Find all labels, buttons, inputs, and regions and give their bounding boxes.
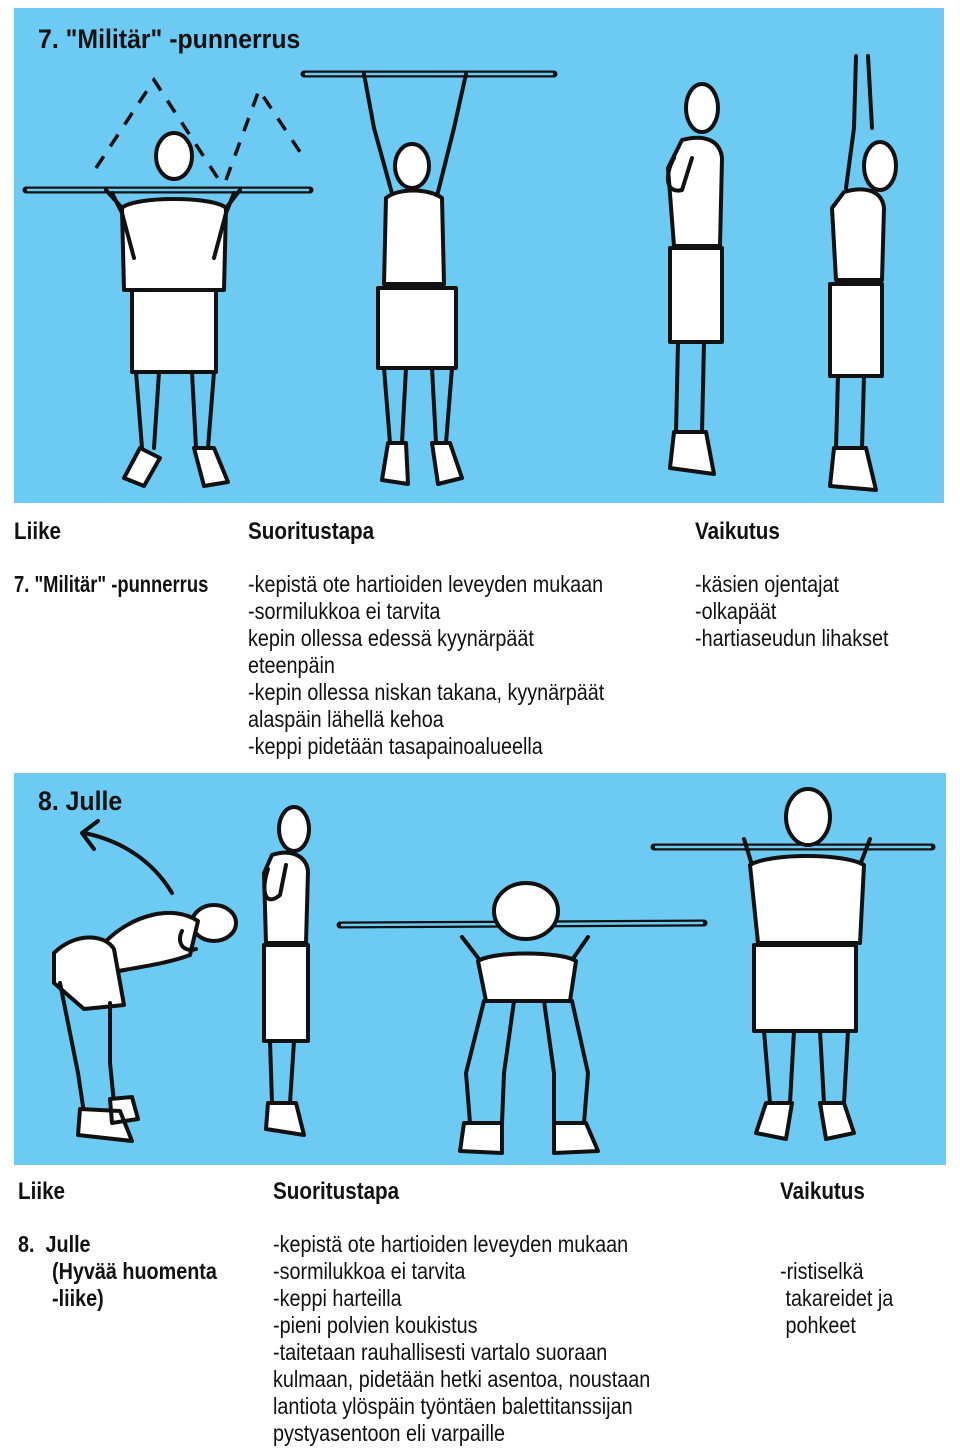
exercise8-suoritustapa-line: kulmaan, pidetään hetki asentoa, noustaa… (273, 1366, 651, 1392)
exercise8-vaikutus-line: pohkeet (780, 1312, 856, 1338)
exercise7-header-suoritustapa: Suoritustapa (248, 518, 375, 545)
exercise7-figures (22, 54, 898, 492)
exercise7-header-vaikutus: Vaikutus (695, 518, 780, 545)
exercise8-suoritustapa-line: -taitetaan rauhallisesti vartalo suoraan (273, 1339, 608, 1365)
exercise8-suoritustapa-line: -pieni polvien koukistus (273, 1312, 478, 1338)
exercise8-suoritustapa-line: pystyasentoon eli varpaille (273, 1420, 506, 1446)
exercise8-liike-line: -liike) (52, 1285, 104, 1311)
exercise8-vaikutus-line: takareidet ja (780, 1285, 894, 1311)
exercise7-suoritustapa-line: -kepin ollessa niskan takana, kyynärpäät (248, 679, 605, 705)
front-standing-figure-bar-icon (650, 787, 936, 1141)
side-figure-arms-up-icon (828, 54, 898, 492)
exercise7-header-liike: Liike (14, 518, 62, 545)
exercise8-header-suoritustapa: Suoritustapa (273, 1178, 400, 1205)
exercise7-liike-line: 7. "Militär" -punnerrus (14, 571, 209, 597)
exercise8-suoritustapa-line: lantiota ylöspäin työntäen balettitanssi… (273, 1393, 633, 1419)
curved-arrow-icon (80, 819, 174, 895)
exercise7-illustration-panel: 7. "Militär" -punnerrus (14, 8, 944, 503)
exercise7-suoritustapa-line: alaspäin lähellä kehoa (248, 706, 444, 732)
exercise8-figures (52, 787, 936, 1155)
exercise8-suoritustapa-line: -kepistä ote hartioiden leveyden mukaan (273, 1231, 629, 1257)
exercise7-vaikutus-line: -hartiaseudun lihakset (695, 625, 889, 651)
exercise8-liike-line: 8. Julle (18, 1231, 91, 1257)
overhead-press-figure-icon (300, 70, 558, 486)
exercise7-suoritustapa-line: -kepistä ote hartioiden leveyden mukaan (248, 571, 604, 597)
exercise7-suoritustapa-line: -keppi pidetään tasapainoalueella (248, 733, 543, 759)
exercise8-illustration-panel: 8. Julle (14, 773, 946, 1165)
exercise8-liike-line: (Hyvää huomenta (52, 1258, 217, 1284)
standing-figure-bar-front-icon (22, 76, 314, 488)
exercise8-header-liike: Liike (18, 1178, 66, 1205)
side-figure-bar-behind-icon (665, 82, 724, 476)
exercise7-suoritustapa-line: kepin ollessa edessä kyynärpäät (248, 625, 534, 651)
exercise7-vaikutus-line: -käsien ojentajat (695, 571, 840, 597)
exercise8-suoritustapa-line: -sormilukkoa ei tarvita (273, 1258, 466, 1284)
exercise7-vaikutus-line: -olkapäät (695, 598, 777, 624)
exercise7-panel-title: 7. "Militär" -punnerrus (38, 24, 301, 54)
front-bent-figure-bar-icon (336, 881, 708, 1155)
exercise8-vaikutus-line: -ristiselkä (780, 1258, 864, 1284)
side-standing-figure-icon (262, 805, 311, 1137)
bent-over-figure-icon (52, 903, 238, 1143)
exercise7-suoritustapa-line: eteenpäin (248, 652, 335, 678)
exercise8-panel-title: 8. Julle (38, 786, 123, 816)
exercise8-suoritustapa-line: -keppi harteilla (273, 1285, 402, 1311)
exercise7-suoritustapa-line: -sormilukkoa ei tarvita (248, 598, 441, 624)
exercise8-header-vaikutus: Vaikutus (780, 1178, 865, 1205)
